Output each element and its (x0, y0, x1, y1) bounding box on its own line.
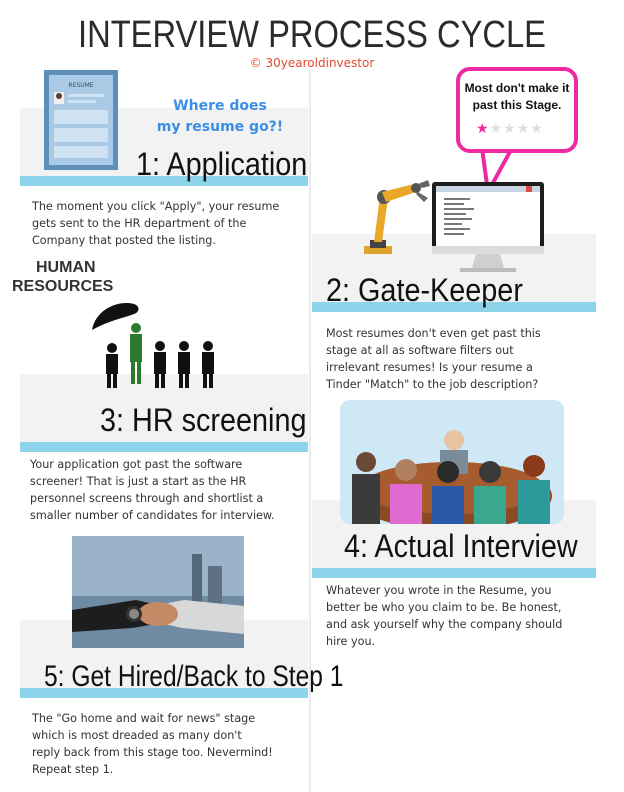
step5-stripe (20, 688, 308, 698)
step-2-description: Most resumes don't even get past this st… (326, 327, 541, 391)
page-title: INTERVIEW PROCESS CYCLE (78, 14, 546, 56)
hr-people-icon (90, 296, 224, 392)
step4-stripe (312, 568, 596, 578)
center-divider (309, 70, 311, 792)
step-4-title: 4: Actual Interview (344, 528, 578, 564)
step-1-title: 1: Application (136, 146, 308, 182)
handshake-photo (72, 536, 244, 648)
star-icon: ★ (489, 121, 504, 137)
step2-stripe (312, 302, 596, 312)
resume-label: RESUME (68, 82, 93, 89)
step-4-description: Whatever you wrote in the Resume, you be… (326, 584, 563, 648)
where-line-2: my resume go?! (156, 119, 284, 135)
where-line-1: Where does (173, 98, 267, 114)
star-icon-filled: ★ (476, 121, 490, 137)
step-5-description: The "Go home and wait for news" stage wh… (32, 712, 273, 776)
step-5-title: 5: Get Hired/Back to Step 1 (44, 660, 344, 693)
resume-illustration: RESUME (44, 70, 118, 170)
star-icon: ★ (516, 121, 531, 137)
step1-stripe (20, 176, 308, 186)
step3-stripe (20, 442, 308, 452)
interview-illustration (340, 400, 564, 530)
human-resources-logo: HUMAN RESOURCES (12, 259, 114, 295)
credit-text: © 30yearoldinvestor (249, 56, 375, 70)
star-rating: ★★★★★ (476, 121, 544, 137)
speech-bubble (456, 67, 578, 153)
step-3-title: 3: HR screening (100, 402, 307, 438)
robot-arm-icon (358, 178, 434, 256)
computer-monitor-icon (430, 182, 546, 274)
bubble-text: Most don't make it past this Stage. (464, 81, 570, 112)
star-icon: ★ (530, 121, 544, 137)
step-2-title: 2: Gate-Keeper (326, 272, 523, 308)
star-icon: ★ (503, 121, 517, 137)
step-1-description: The moment you click "Apply", your resum… (32, 200, 280, 247)
step-3-description: Your application got past the software s… (30, 458, 275, 522)
where-does-my-resume-go: Where does my resume go?! (150, 96, 290, 138)
